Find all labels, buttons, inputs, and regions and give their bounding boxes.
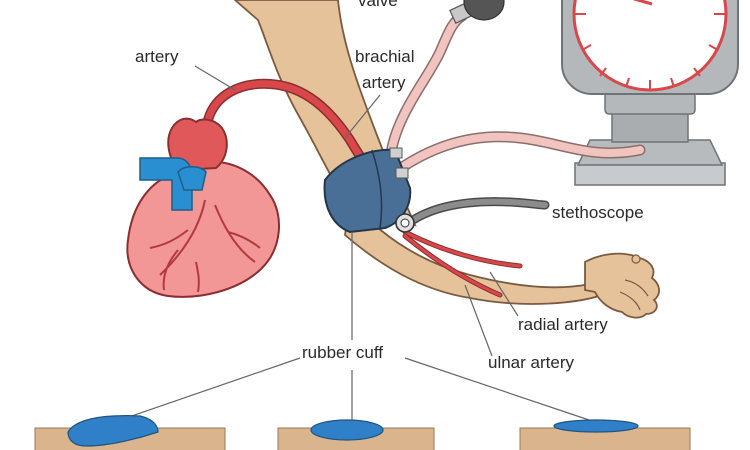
bladder-partial: [310, 419, 384, 441]
gauge-ticks: [575, 13, 725, 90]
gauge-tube: [394, 132, 644, 174]
stethoscope-head: [395, 213, 415, 233]
gauge-needle: [632, 0, 653, 6]
label-artery: artery: [135, 47, 179, 66]
leader-cuff-right: [404, 357, 593, 422]
leader-brachial-artery: [344, 94, 381, 139]
tubes: [386, 10, 646, 227]
gauge-stand: [611, 111, 689, 143]
label-radial-artery: radial artery: [518, 315, 608, 334]
label-brachial-line1: brachial: [355, 47, 415, 66]
leader-radial-artery: [489, 271, 519, 317]
leader-ulnar-artery: [464, 284, 493, 357]
bladder-inflated: [67, 415, 159, 447]
heart-body: [126, 160, 280, 298]
gauge-base: [574, 162, 726, 186]
label-brachial-line2: artery: [362, 73, 406, 92]
hand-finger-line-2: [619, 291, 641, 311]
stethoscope-tube: [407, 198, 548, 225]
cuff-body: [323, 148, 412, 234]
label-ulnar-artery: ulnar artery: [488, 353, 574, 372]
valve-assembly: [449, 0, 505, 24]
cuff-connector: [389, 147, 403, 159]
hand-finger-line: [624, 279, 649, 297]
bladder-deflated: [553, 419, 639, 433]
ulnar-artery-vessel-fill: [403, 234, 502, 297]
heart-vessel-cap: [177, 166, 207, 191]
leader-artery: [194, 65, 236, 91]
bulb-tube: [388, 12, 466, 152]
label-valve: valve: [358, 0, 398, 10]
leader-cuff-left: [119, 357, 301, 421]
hand-knuckle: [631, 254, 641, 264]
radial-artery-vessel-fill: [403, 230, 522, 268]
cuff-cross-sections: [34, 415, 691, 450]
heart: [126, 117, 280, 298]
bulb-icon: [463, 0, 505, 21]
cuff: [323, 147, 412, 234]
cuff-fold: [371, 149, 383, 229]
gauge-neck: [604, 91, 696, 115]
coronary-vessels: [149, 199, 261, 293]
leader-lines: [119, 65, 593, 422]
hand-icon: [584, 252, 660, 319]
label-stethoscope: stethoscope: [552, 203, 644, 222]
label-rubber-cuff: rubber cuff: [302, 343, 383, 362]
sphygmomanometer: [561, 0, 739, 186]
labels: valve artery brachial artery stethoscope…: [135, 0, 644, 372]
cuff-connector-2: [395, 167, 409, 179]
stethoscope-chestpiece-inner: [400, 218, 410, 228]
